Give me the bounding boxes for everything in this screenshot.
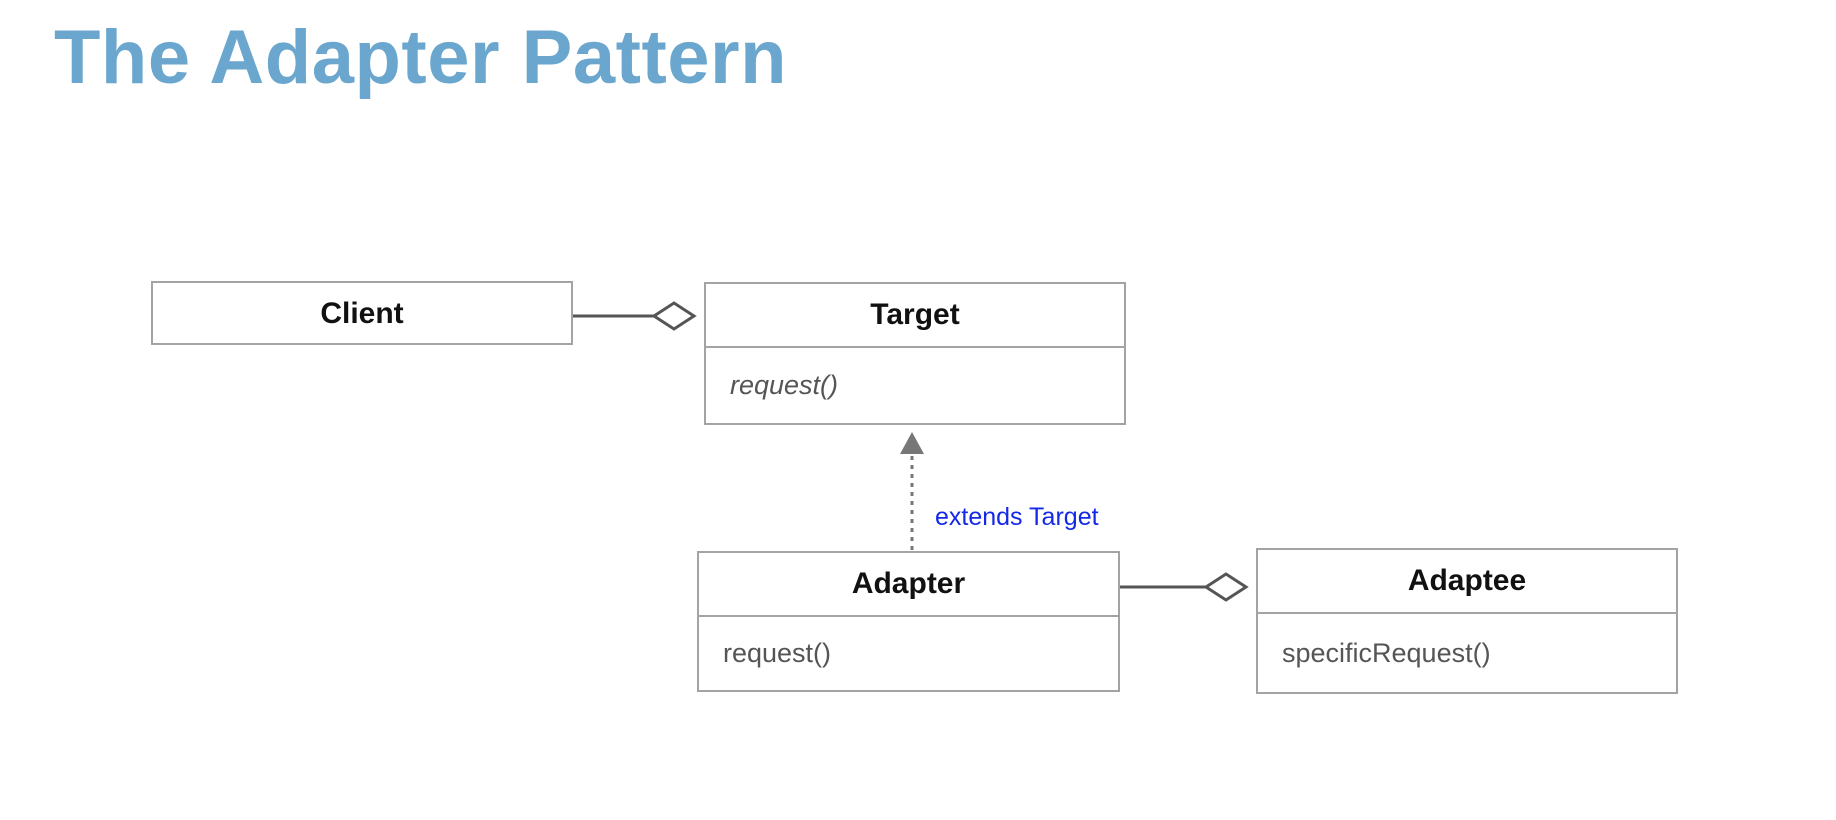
arrowhead-up-icon	[900, 432, 924, 454]
adaptee-class: Adaptee specificRequest()	[1256, 548, 1678, 694]
adaptee-class-name: Adaptee	[1407, 564, 1527, 597]
adapter-adaptee-diamond-icon	[1203, 572, 1249, 602]
target-operation: request()	[706, 346, 1124, 423]
target-class: Target request()	[704, 282, 1126, 425]
extends-target-label: extends Target	[935, 503, 1099, 531]
page-title: The Adapter Pattern	[54, 15, 788, 100]
adapter-class-name: Adapter	[851, 567, 966, 600]
client-target-diamond-icon	[651, 301, 697, 331]
target-class-name: Target	[870, 298, 960, 331]
adapter-operation: request()	[699, 615, 1118, 690]
adapter-class: Adapter request()	[697, 551, 1120, 692]
client-class-name: Client	[320, 297, 404, 330]
client-class: Client	[151, 281, 573, 345]
adaptee-operation: specificRequest()	[1258, 612, 1676, 692]
